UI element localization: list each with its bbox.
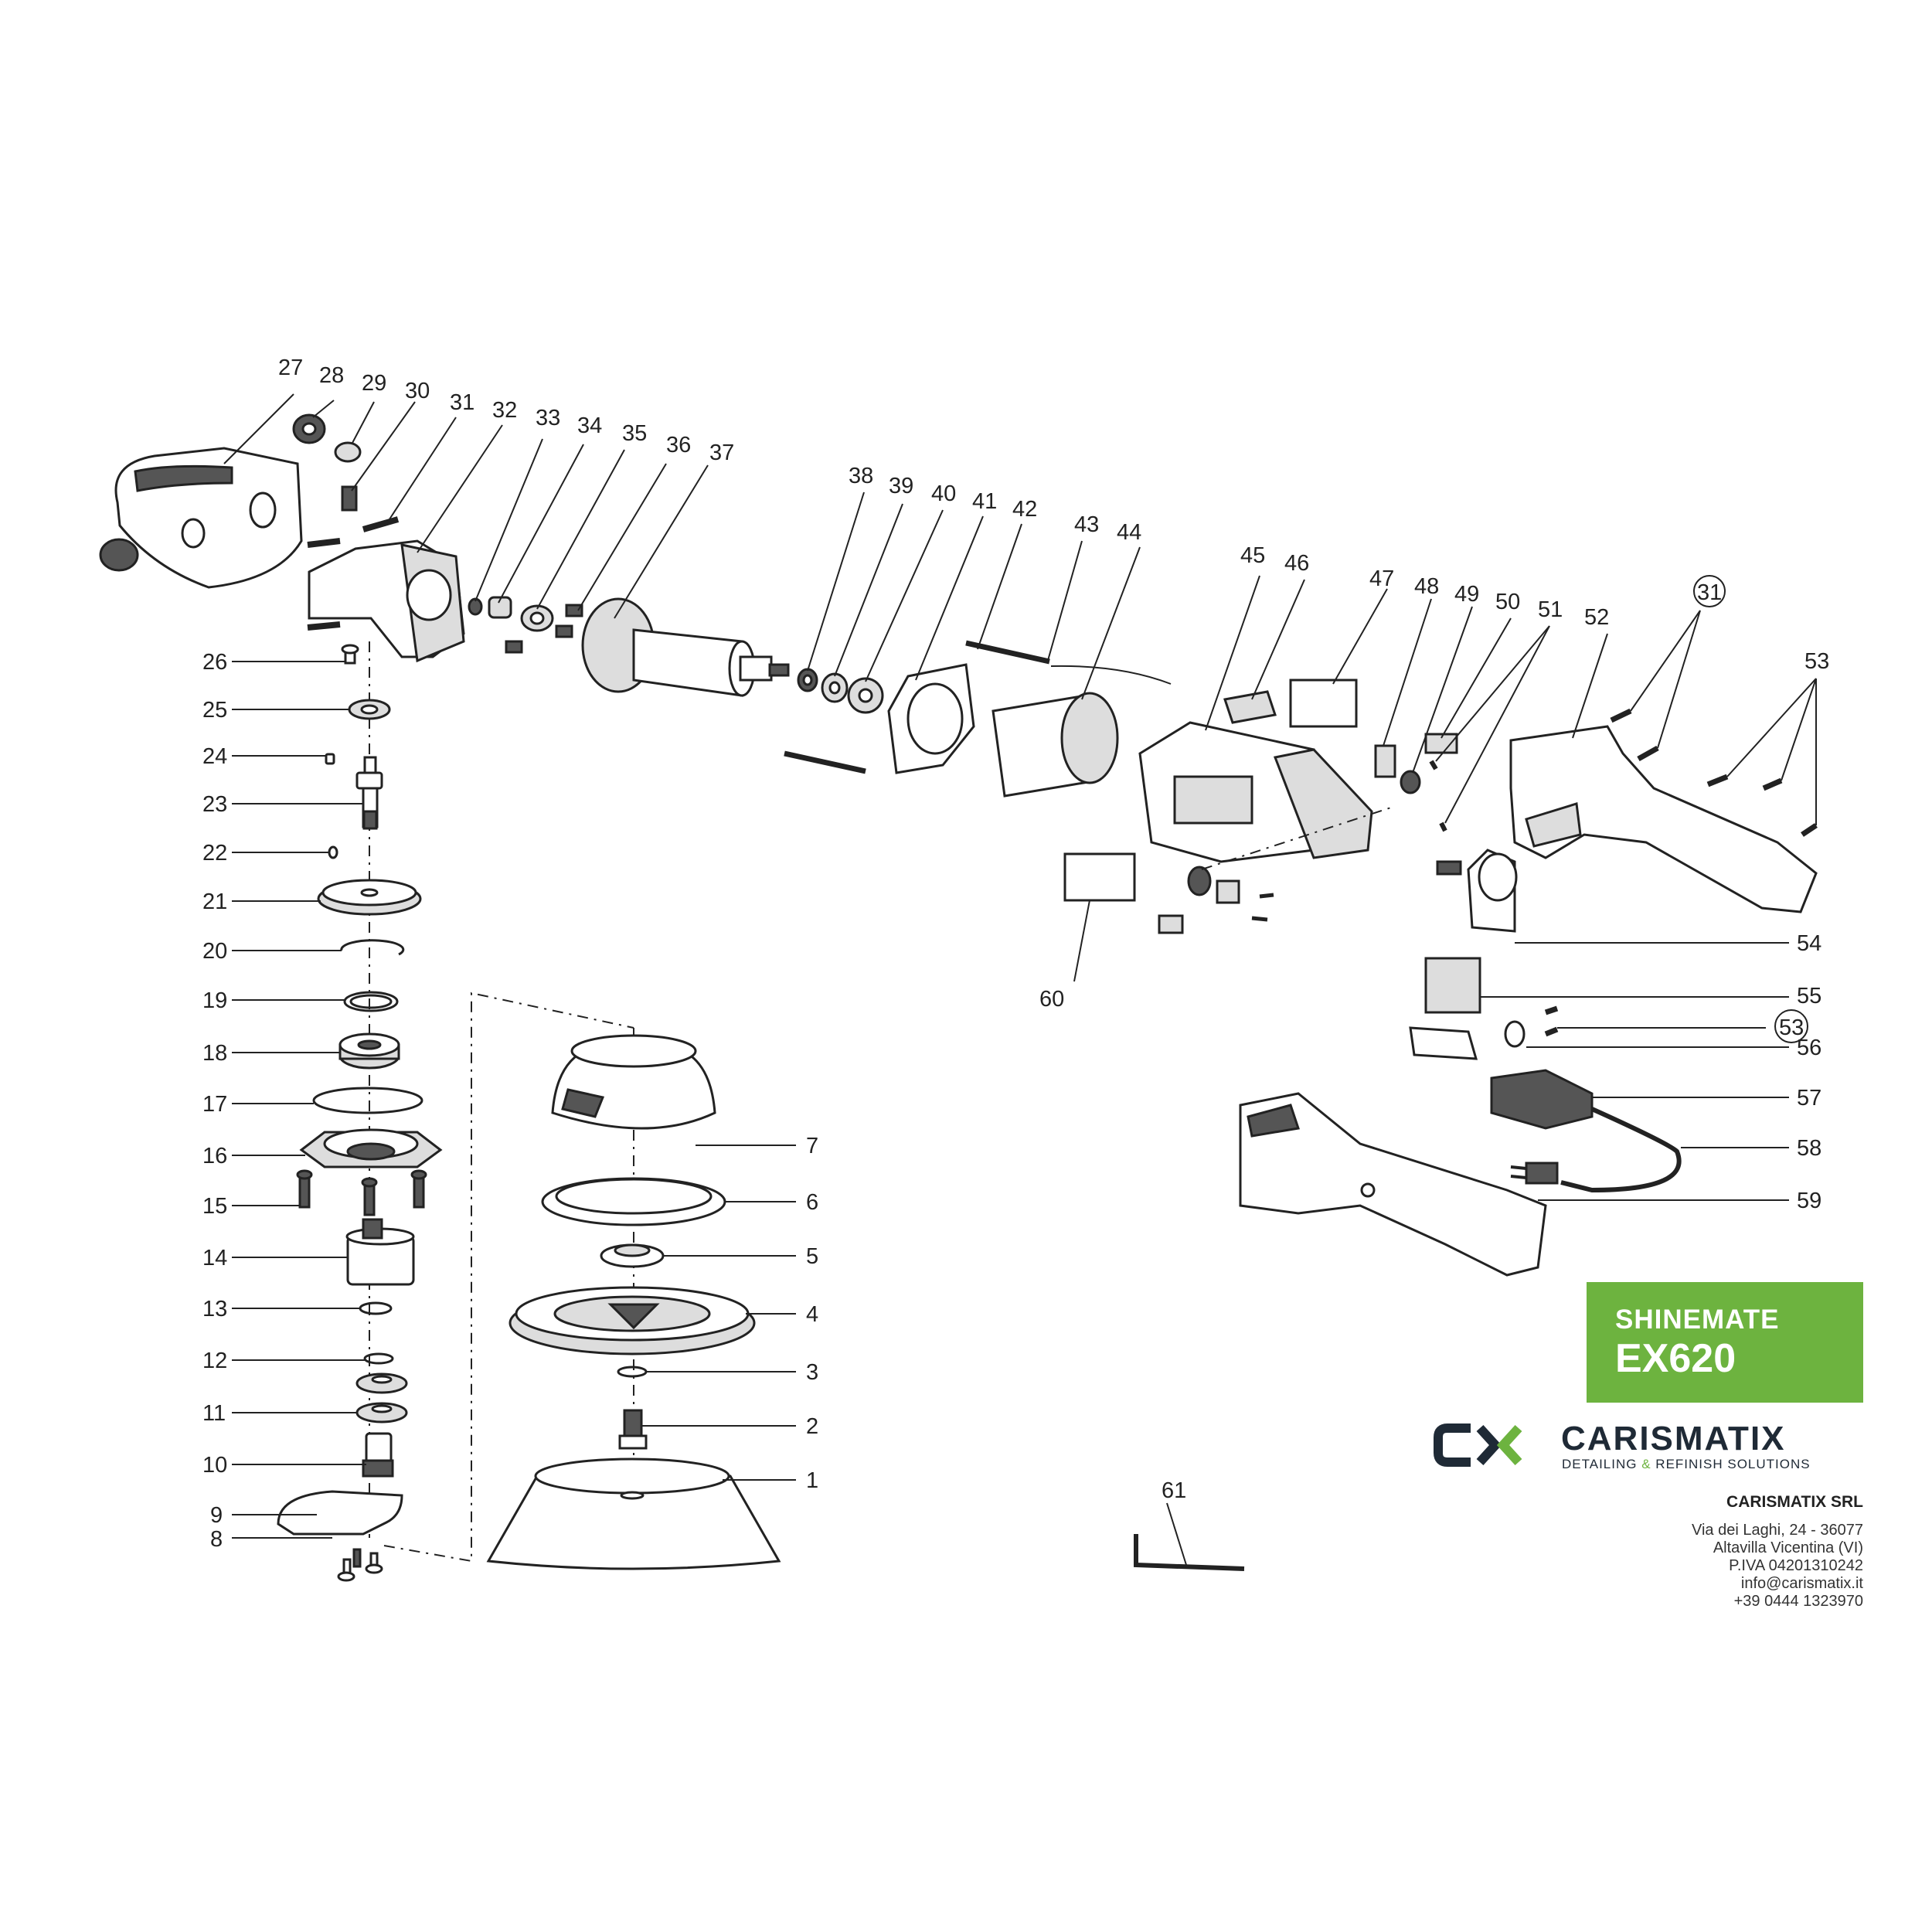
- callout-14: 14: [202, 1246, 227, 1270]
- svg-text:DETAILING & REFINISH S: DETAILING & REFINISH SOLUTIONS: [1562, 1457, 1811, 1471]
- callout-61: 61: [1162, 1478, 1186, 1503]
- product-name: SHINEMATE: [1615, 1304, 1780, 1335]
- callout-43: 43: [1074, 512, 1099, 537]
- company-address-line1: Via dei Laghi, 24 - 36077: [1691, 1522, 1863, 1539]
- callout-3: 3: [806, 1360, 818, 1385]
- callout-45: 45: [1240, 543, 1265, 568]
- company-email[interactable]: info@carismatix.it: [1740, 1575, 1863, 1592]
- callout-50: 50: [1495, 590, 1520, 614]
- callout-59: 59: [1797, 1189, 1821, 1213]
- callout-42: 42: [1012, 497, 1037, 522]
- logo-wordmark: CARISMATIX: [1561, 1420, 1786, 1458]
- callout-6: 6: [806, 1190, 818, 1215]
- callout-17: 17: [202, 1092, 227, 1117]
- company-name: CARISMATIX SRL: [1726, 1493, 1863, 1511]
- callout-35: 35: [622, 421, 647, 446]
- callout-8: 8: [210, 1527, 223, 1552]
- callout-49: 49: [1454, 582, 1479, 607]
- callout-36: 36: [666, 433, 691, 457]
- callout-33: 33: [536, 406, 560, 430]
- callout-32: 32: [492, 398, 517, 423]
- callout-18: 18: [202, 1041, 227, 1066]
- company-address-line2: Altavilla Vicentina (VI): [1713, 1539, 1863, 1556]
- callout-40: 40: [931, 481, 956, 506]
- callout-1: 1: [806, 1468, 818, 1493]
- callout-23: 23: [202, 792, 227, 817]
- callout-44: 44: [1117, 520, 1141, 545]
- callout-57: 57: [1797, 1086, 1821, 1111]
- callout-26: 26: [202, 650, 227, 675]
- left-spindle-stack: [277, 641, 443, 1582]
- callout-13: 13: [202, 1297, 227, 1321]
- company-phone[interactable]: +39 0444 1323970: [1733, 1593, 1863, 1610]
- callout-11: 11: [202, 1401, 226, 1426]
- callout-54: 54: [1797, 931, 1821, 956]
- company-vat: P.IVA 04201310242: [1729, 1557, 1863, 1574]
- callout-34: 34: [577, 413, 602, 438]
- callout-4: 4: [806, 1302, 818, 1327]
- callout-53-circled: 53: [1779, 1015, 1804, 1040]
- callout-60: 60: [1039, 987, 1064, 1012]
- callout-39: 39: [889, 474, 913, 498]
- callout-56: 56: [1797, 1036, 1821, 1060]
- logo-tagline-b: REFINISH SOLUTIONS: [1655, 1457, 1810, 1471]
- callout-24: 24: [202, 744, 227, 769]
- callout-30: 30: [405, 379, 430, 403]
- callout-46: 46: [1284, 551, 1309, 576]
- callout-labels: 1 2 3 4 5 6 7 8 9 10 11 12 13 14 15 16 1…: [202, 355, 1829, 1552]
- callout-7: 7: [806, 1134, 818, 1158]
- callout-25: 25: [202, 698, 227, 723]
- logo-tagline-a: DETAILING: [1562, 1457, 1637, 1471]
- callout-19: 19: [202, 988, 227, 1013]
- callout-31-circled: 31: [1697, 580, 1722, 605]
- callout-51: 51: [1538, 597, 1563, 622]
- callout-47: 47: [1369, 566, 1394, 591]
- callout-5: 5: [806, 1244, 818, 1269]
- backing-pad-stack: [486, 1028, 781, 1570]
- logo-tagline-amp: &: [1641, 1457, 1651, 1471]
- callout-16: 16: [202, 1144, 227, 1168]
- callout-41: 41: [972, 489, 997, 514]
- company-info: CARISMATIX SRL Via dei Laghi, 24 - 36077…: [1692, 1493, 1863, 1611]
- callout-20: 20: [202, 939, 227, 964]
- motor-assembly: [784, 640, 1392, 934]
- callout-15: 15: [202, 1194, 227, 1219]
- gear-head-assembly: [99, 413, 790, 697]
- callout-55: 55: [1797, 984, 1821, 1009]
- callout-21: 21: [202, 889, 227, 914]
- callout-27: 27: [278, 355, 303, 380]
- callout-38: 38: [849, 464, 873, 488]
- callout-58: 58: [1797, 1136, 1821, 1161]
- company-logo: CARISMATIX DETAILING & REFINISH SOLUTION…: [1434, 1420, 1811, 1471]
- callout-9: 9: [210, 1503, 223, 1528]
- callout-10: 10: [202, 1453, 227, 1478]
- product-model: EX620: [1615, 1336, 1736, 1381]
- callout-52: 52: [1584, 605, 1609, 630]
- callout-37: 37: [709, 440, 734, 465]
- product-badge: [1587, 1282, 1863, 1403]
- callout-2: 2: [806, 1414, 818, 1439]
- callout-48: 48: [1414, 574, 1439, 599]
- leader-lines: [223, 393, 1817, 1566]
- callout-31: 31: [450, 390, 474, 415]
- callout-29: 29: [362, 371, 386, 396]
- callout-53: 53: [1804, 649, 1829, 674]
- callout-22: 22: [202, 841, 227, 866]
- callout-12: 12: [202, 1349, 227, 1373]
- callout-28: 28: [319, 363, 344, 388]
